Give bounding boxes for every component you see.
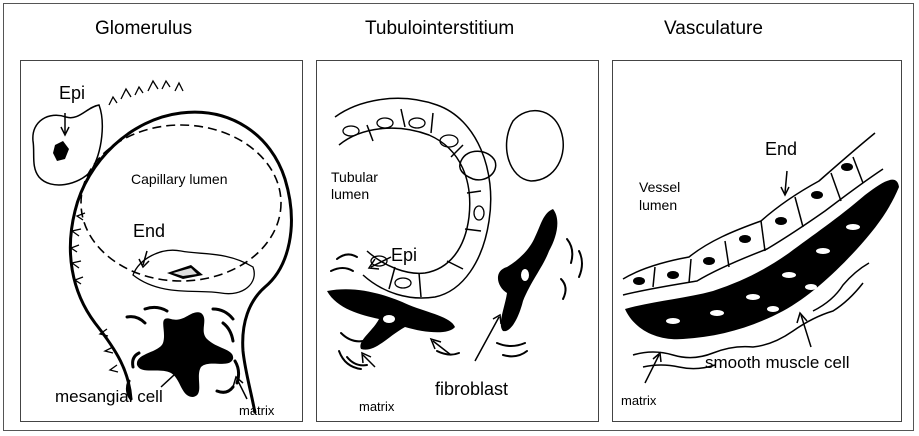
label-matrix: matrix xyxy=(239,403,274,418)
panel-glomerulus: Epi Capillary lumen End mesangial cell m… xyxy=(20,60,303,422)
interstitial-cell-upper-2 xyxy=(460,151,496,180)
label-capillary-lumen: Capillary lumen xyxy=(131,171,227,187)
epithelial-nucleus xyxy=(53,141,69,161)
label-epi: Epi xyxy=(391,245,417,266)
label-end: End xyxy=(133,221,165,242)
heading-tubulointerstitium: Tubulointerstitium xyxy=(365,18,514,40)
label-epi: Epi xyxy=(59,83,85,104)
label-vessel-line1: Vessel xyxy=(639,179,680,195)
tubulointerstitium-drawing xyxy=(317,61,600,423)
interstitial-cell-upper xyxy=(507,111,564,181)
panel-vasculature: End Vessel lumen smooth muscle cell matr… xyxy=(612,60,902,422)
heading-vasculature: Vasculature xyxy=(664,18,763,40)
label-matrix: matrix xyxy=(621,393,656,408)
label-smooth-muscle-cell: smooth muscle cell xyxy=(705,353,850,373)
panel-tubulointerstitium: Tubular lumen Epi matrix fibroblast xyxy=(316,60,599,422)
label-mesangial-cell: mesangial cell xyxy=(55,387,163,407)
label-end: End xyxy=(765,139,797,160)
label-tubular-line2: lumen xyxy=(331,186,369,202)
glomerulus-drawing xyxy=(21,61,304,423)
label-vessel-line2: lumen xyxy=(639,197,677,213)
label-tubular-line1: Tubular xyxy=(331,169,378,185)
fibroblast-right xyxy=(498,209,557,331)
mesangial-cell-shape xyxy=(137,312,233,397)
label-matrix: matrix xyxy=(359,399,394,414)
label-fibroblast: fibroblast xyxy=(435,379,508,400)
heading-glomerulus: Glomerulus xyxy=(95,18,192,40)
